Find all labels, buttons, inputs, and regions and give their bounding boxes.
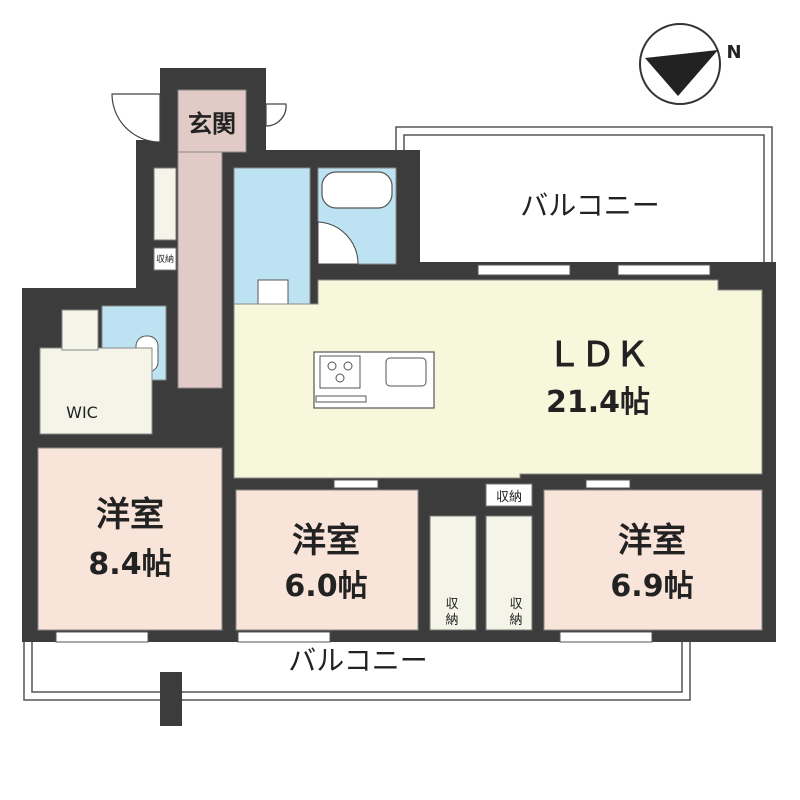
compass-north-icon [639, 23, 721, 105]
entrance-label: 玄関 [188, 110, 236, 138]
compass-label: N [726, 42, 741, 63]
bedroom-right-floor [543, 489, 763, 631]
ldk-label: ＬＤＫ [547, 335, 649, 375]
closet-right-label-1: 収 [509, 597, 522, 612]
sink-icon [385, 357, 427, 387]
ldk-storage-label: 収納 [496, 490, 522, 505]
wic-shelf [61, 309, 99, 351]
closet-left [429, 515, 477, 631]
ldk-floor [233, 279, 763, 479]
hall-storage-label: 収納 [156, 253, 174, 265]
entrance-door[interactable] [111, 93, 287, 143]
bedroom-mid-size: 6.0帖 [284, 569, 367, 604]
bedroom-left-floor [37, 447, 223, 631]
bedroom-left-size: 8.4帖 [88, 547, 171, 582]
shoe-cabinet [153, 167, 177, 241]
hallway-floor [177, 151, 223, 389]
bathroom-door[interactable] [317, 221, 359, 265]
ldk-size: 21.4帖 [546, 385, 650, 420]
windows [55, 264, 711, 643]
stove-icon [319, 355, 361, 389]
balcony-post [160, 672, 182, 726]
bedroom-right-size: 6.9帖 [610, 569, 693, 604]
ldk-storage [485, 483, 533, 507]
balcony-bottom-outline [23, 640, 691, 701]
washbasin-icon [257, 279, 289, 307]
hall-storage [153, 247, 177, 271]
bathtub-icon [321, 171, 393, 209]
bedroom-mid-floor [235, 489, 419, 631]
bedroom-left-label: 洋室 [96, 495, 164, 535]
closet-left-label-1: 収 [445, 597, 458, 612]
closet-right-label-2: 納 [509, 613, 522, 628]
bedroom-right-label: 洋室 [618, 521, 686, 561]
balcony-bottom-label: バルコニー [288, 644, 427, 677]
closet-right [485, 515, 533, 631]
wic-label: WIC [66, 403, 98, 422]
closet-left-label-2: 納 [445, 613, 458, 628]
balcony-top-label: バルコニー [520, 189, 659, 222]
bedroom-mid-label: 洋室 [292, 521, 360, 561]
